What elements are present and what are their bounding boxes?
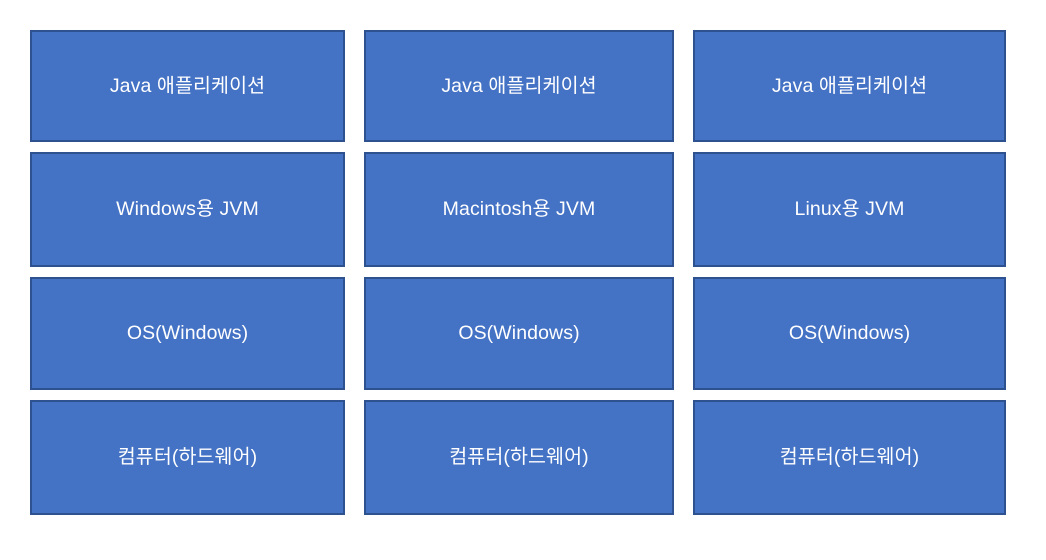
layer-stack-grid: Java 애플리케이션 Java 애플리케이션 Java 애플리케이션 Wind… [30, 30, 1006, 518]
layer-box-r1c1: Java 애플리케이션 [30, 30, 345, 142]
layer-label-r4c2: 컴퓨터(하드웨어) [449, 446, 589, 469]
layer-label-r4c3: 컴퓨터(하드웨어) [779, 446, 920, 469]
layer-box-r4c2: 컴퓨터(하드웨어) [364, 400, 674, 515]
layer-box-r2c1: Windows용 JVM [30, 152, 345, 267]
layer-label-r2c3: Linux용 JVM [794, 198, 905, 221]
layer-label-r3c2: OS(Windows) [458, 322, 580, 345]
layer-box-r3c3: OS(Windows) [693, 277, 1006, 390]
layer-label-r4c1: 컴퓨터(하드웨어) [117, 446, 258, 469]
layer-box-r1c3: Java 애플리케이션 [693, 30, 1006, 142]
layer-box-r4c3: 컴퓨터(하드웨어) [693, 400, 1006, 515]
layer-label-r1c1: Java 애플리케이션 [109, 74, 266, 97]
layer-box-r2c3: Linux용 JVM [693, 152, 1006, 267]
layer-label-r2c1: Windows용 JVM [116, 198, 259, 221]
layer-box-r2c2: Macintosh용 JVM [364, 152, 674, 267]
layer-box-r4c1: 컴퓨터(하드웨어) [30, 400, 345, 515]
layer-label-r1c3: Java 애플리케이션 [771, 74, 928, 97]
layer-label-r3c1: OS(Windows) [126, 322, 249, 345]
layer-box-r3c2: OS(Windows) [364, 277, 674, 390]
layer-label-r3c3: OS(Windows) [788, 322, 911, 345]
layer-box-r1c2: Java 애플리케이션 [364, 30, 674, 142]
layer-label-r1c2: Java 애플리케이션 [441, 74, 597, 97]
layer-label-r2c2: Macintosh용 JVM [442, 198, 596, 221]
layer-box-r3c1: OS(Windows) [30, 277, 345, 390]
